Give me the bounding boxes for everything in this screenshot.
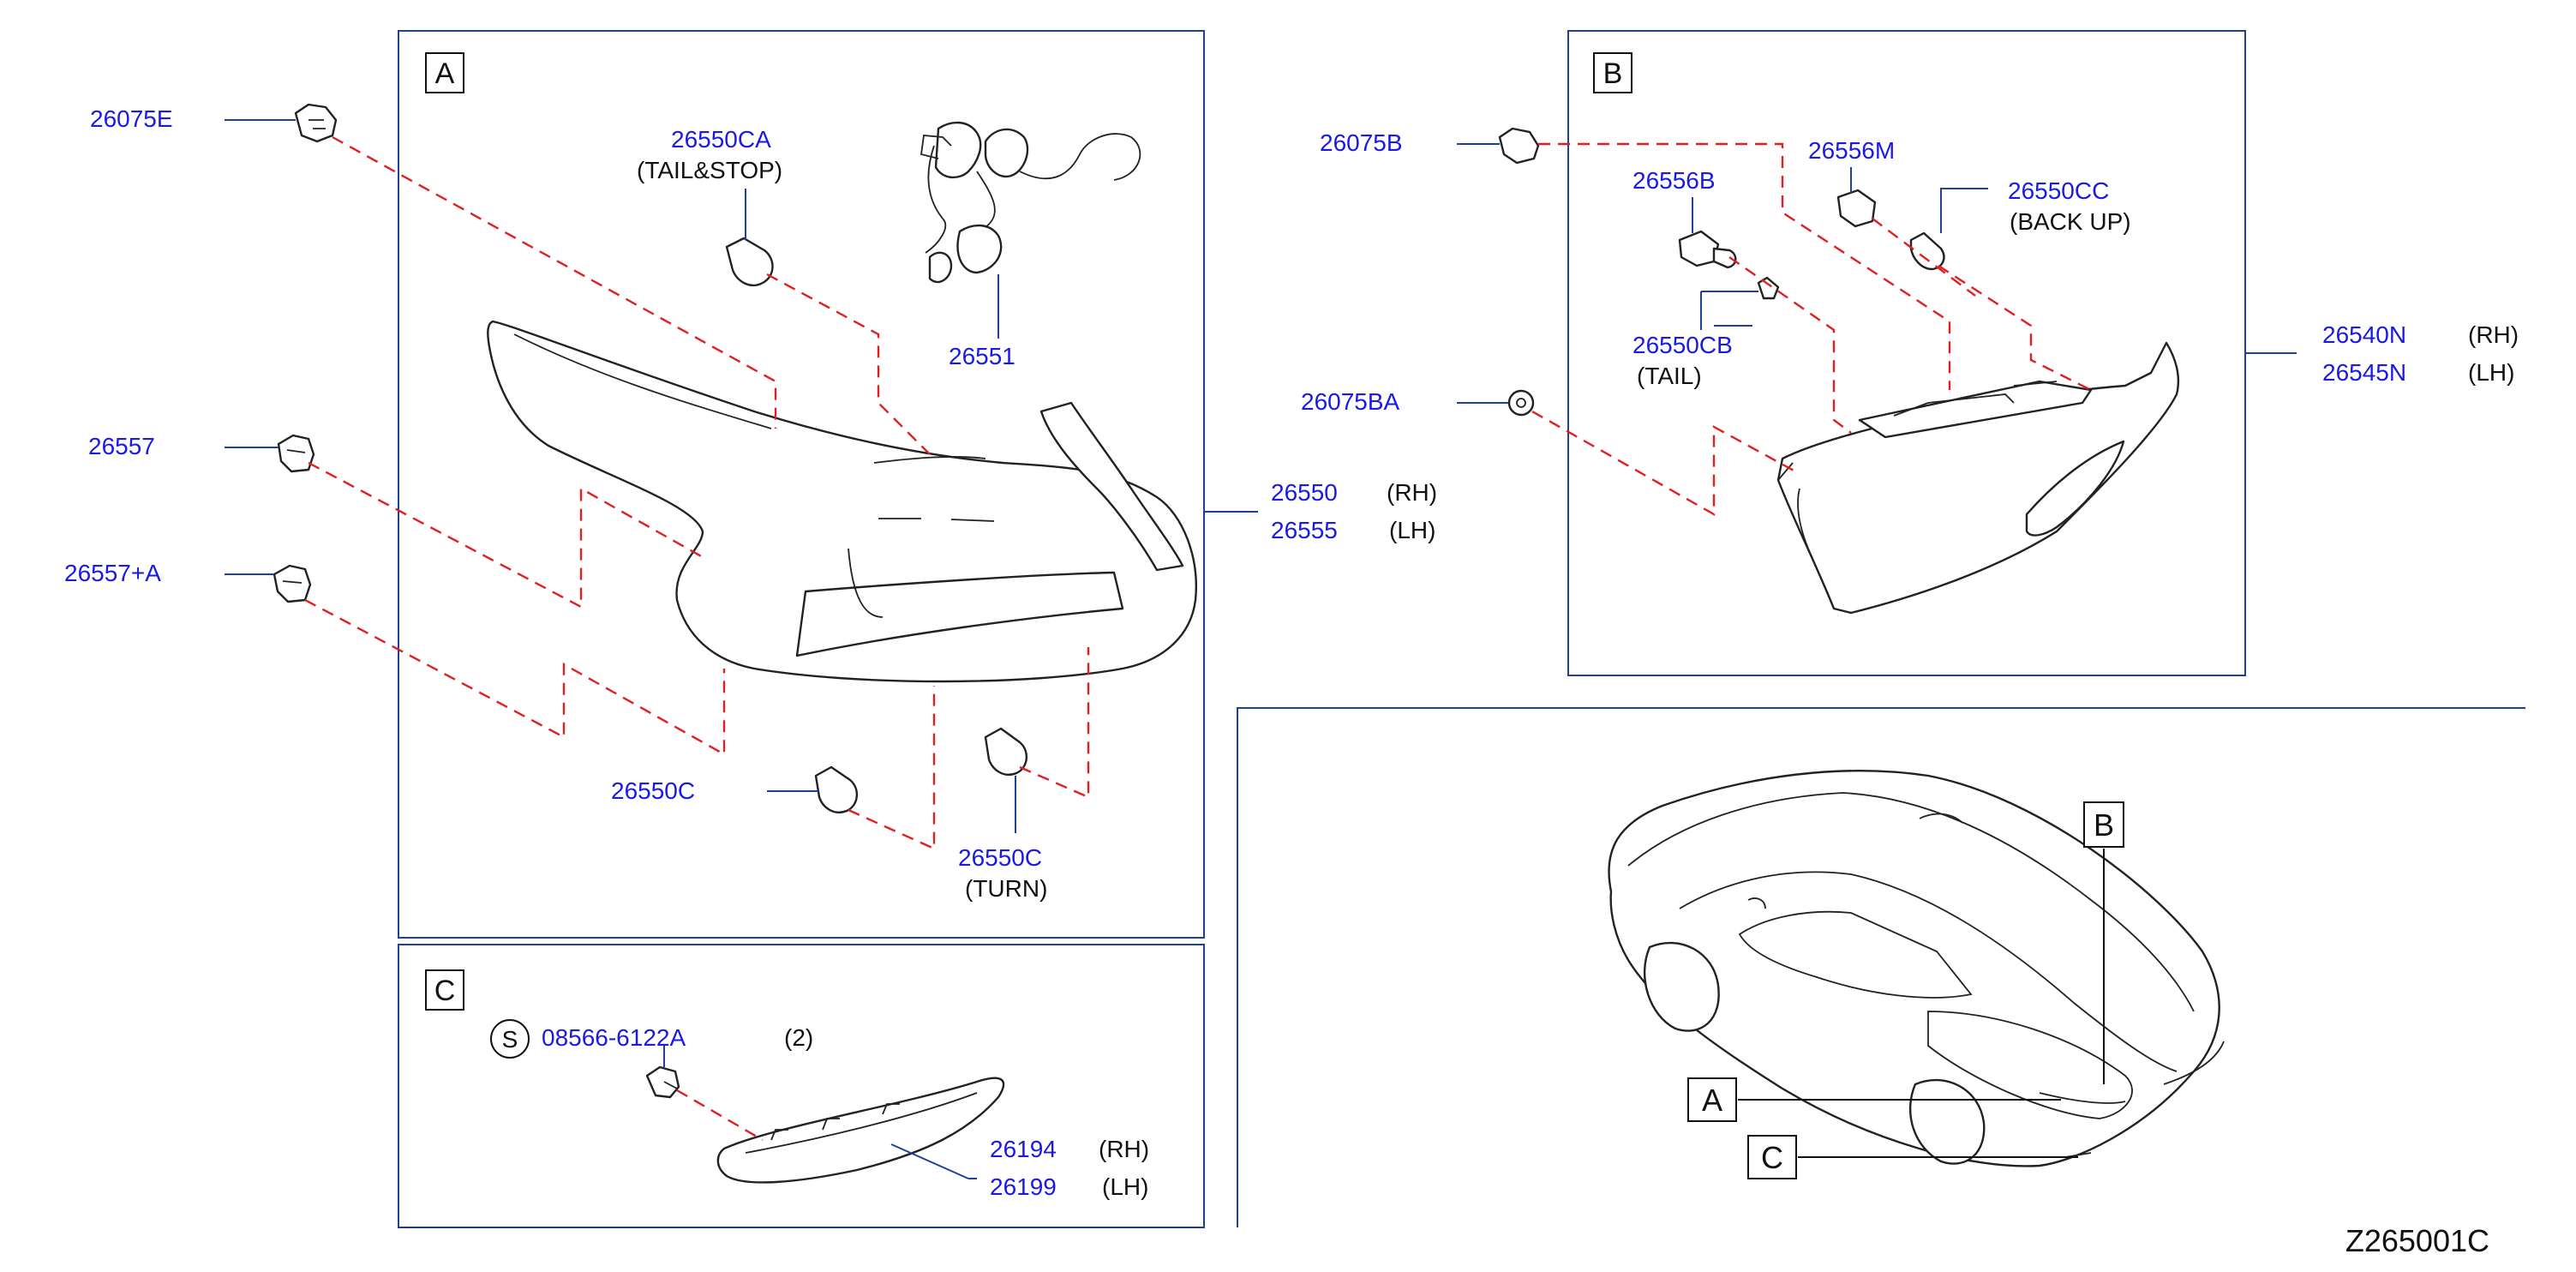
car-callout-c: C bbox=[1747, 1135, 1797, 1179]
grommet-26075BA bbox=[1507, 389, 1535, 417]
svg-text:A: A bbox=[1702, 1083, 1722, 1118]
note-turn: (TURN) bbox=[965, 875, 1047, 902]
side-rh-26540N: (RH) bbox=[2468, 321, 2519, 348]
grommet-26075B bbox=[1498, 127, 1540, 165]
note-tail: (TAIL) bbox=[1637, 363, 1702, 389]
clip-26557A bbox=[273, 564, 312, 603]
svg-text:A: A bbox=[435, 57, 455, 90]
svg-text:S: S bbox=[502, 1026, 518, 1053]
side-lh-26555: (LH) bbox=[1389, 517, 1435, 543]
part-number-26540N[interactable]: 26540N bbox=[2322, 321, 2406, 348]
note-tail-stop: (TAIL&STOP) bbox=[637, 157, 782, 183]
section-c-frame bbox=[398, 944, 1205, 1228]
section-b-label: B bbox=[1593, 52, 1632, 93]
car-callout-b: B bbox=[2083, 801, 2124, 848]
part-number-26557A[interactable]: 26557+A bbox=[64, 560, 161, 586]
svg-text:B: B bbox=[1603, 57, 1623, 90]
part-number-26550C[interactable]: 26550C bbox=[611, 777, 695, 804]
car-callout-a: A bbox=[1687, 1077, 1737, 1122]
standard-part-symbol: S bbox=[490, 1019, 530, 1059]
part-number-26557[interactable]: 26557 bbox=[88, 433, 155, 459]
part-number-26545N[interactable]: 26545N bbox=[2322, 359, 2406, 386]
section-a-label: A bbox=[425, 52, 464, 93]
part-number-26194[interactable]: 26194 bbox=[990, 1136, 1057, 1162]
part-number-08566-6122A[interactable]: 08566-6122A bbox=[542, 1024, 686, 1051]
part-number-26550CA[interactable]: 26550CA bbox=[671, 126, 771, 153]
section-c-label: C bbox=[425, 969, 464, 1011]
part-number-26550CC[interactable]: 26550CC bbox=[2008, 177, 2109, 204]
part-number-26550C-turn[interactable]: 26550C bbox=[958, 844, 1042, 871]
section-a-frame bbox=[398, 30, 1205, 939]
quantity-08566: (2) bbox=[784, 1024, 813, 1051]
svg-text:B: B bbox=[2094, 807, 2114, 843]
part-number-26556M[interactable]: 26556M bbox=[1808, 137, 1895, 164]
part-number-26556B[interactable]: 26556B bbox=[1632, 167, 1716, 194]
part-number-26551[interactable]: 26551 bbox=[949, 343, 1015, 369]
vehicle-overview bbox=[1608, 770, 2225, 1167]
rear-reflector bbox=[716, 1077, 1005, 1184]
diagram-id: Z265001C bbox=[2345, 1223, 2489, 1258]
bulb-socket-harness bbox=[920, 121, 1141, 284]
part-number-26075E[interactable]: 26075E bbox=[90, 105, 173, 132]
part-number-26075B[interactable]: 26075B bbox=[1320, 129, 1403, 156]
grommet-26075E bbox=[294, 103, 338, 143]
tail-lamp-assembly bbox=[487, 320, 1197, 683]
bulb-26550C-left bbox=[814, 765, 858, 813]
bulb-26550CC bbox=[1909, 231, 1945, 271]
bulb-26550C-turn bbox=[984, 727, 1027, 776]
bulb-26550CA bbox=[725, 237, 774, 287]
part-number-26555[interactable]: 26555 bbox=[1271, 517, 1338, 543]
side-rh-26194: (RH) bbox=[1099, 1136, 1149, 1162]
side-rh-26550: (RH) bbox=[1387, 479, 1437, 506]
part-number-26550[interactable]: 26550 bbox=[1271, 479, 1338, 506]
socket-26556B bbox=[1678, 230, 1737, 269]
svg-text:C: C bbox=[1761, 1140, 1783, 1175]
note-back-up: (BACK UP) bbox=[2010, 208, 2131, 235]
side-lh-26199: (LH) bbox=[1102, 1173, 1148, 1200]
part-number-26075BA[interactable]: 26075BA bbox=[1301, 388, 1400, 415]
svg-text:C: C bbox=[434, 975, 456, 1007]
overview-frame bbox=[1237, 707, 2525, 1227]
part-number-26199[interactable]: 26199 bbox=[990, 1173, 1057, 1200]
socket-26556M bbox=[1836, 189, 1877, 228]
part-number-26550CB[interactable]: 26550CB bbox=[1632, 332, 1733, 358]
side-lh-26545N: (LH) bbox=[2468, 359, 2514, 386]
bulb-26550CB bbox=[1757, 276, 1780, 300]
inner-lamp-assembly bbox=[1776, 341, 2180, 615]
screw-08566 bbox=[645, 1065, 680, 1099]
clip-26557 bbox=[277, 434, 315, 473]
